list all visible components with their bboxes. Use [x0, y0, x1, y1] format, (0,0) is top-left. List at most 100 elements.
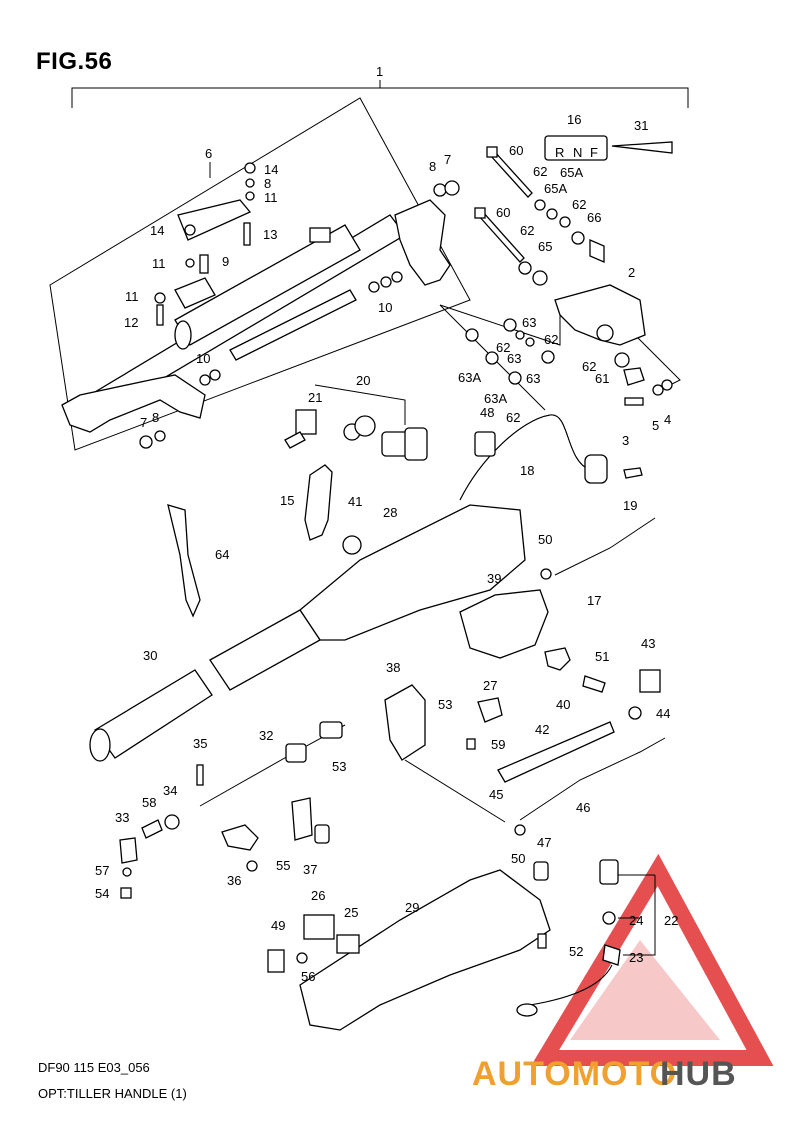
callout: 10	[196, 351, 210, 366]
callout: 16	[567, 112, 581, 127]
callout: 31	[634, 118, 648, 133]
callout: 1	[376, 64, 383, 79]
callout: 65A	[544, 181, 567, 196]
callout: 61	[595, 371, 609, 386]
cable-46	[519, 737, 666, 821]
figure-caption: OPT:TILLER HANDLE (1)	[38, 1086, 187, 1101]
callout: 11	[264, 190, 278, 205]
mechanism-39	[459, 589, 549, 659]
callout: 26	[311, 888, 325, 903]
callout: 30	[143, 648, 157, 663]
callout: 11	[125, 289, 139, 304]
small-hardware-6	[139, 162, 403, 449]
figure-code: DF90 115 E03_056	[38, 1060, 150, 1075]
callout: 56	[301, 969, 315, 984]
bolt-19	[623, 467, 643, 479]
callout: 64	[215, 547, 229, 562]
lower-cover-29	[299, 869, 551, 1031]
callout: 63	[526, 371, 540, 386]
stop-switch-22	[516, 859, 656, 1017]
cap-44	[628, 706, 642, 720]
callout: 62	[544, 332, 558, 347]
grommet-48	[474, 431, 496, 457]
callout: 7	[140, 415, 147, 430]
callout: 15	[280, 493, 294, 508]
callout: 23	[629, 950, 643, 965]
callout: 13	[263, 227, 277, 242]
callout: 46	[576, 800, 590, 815]
callout: 52	[569, 944, 583, 959]
callout: 6	[205, 146, 212, 161]
callout: 39	[487, 571, 501, 586]
callout: 21	[308, 390, 322, 405]
callout: 59	[491, 737, 505, 752]
callout: 55	[276, 858, 290, 873]
callout: 19	[623, 498, 637, 513]
callout: 8	[429, 159, 436, 174]
callout: 28	[383, 505, 397, 520]
callout: 3	[622, 433, 629, 448]
callout: 62	[520, 223, 534, 238]
callout: 32	[259, 728, 273, 743]
key-switch-group	[284, 384, 428, 461]
svg-text:N: N	[573, 145, 582, 160]
callout: 49	[271, 918, 285, 933]
callout: 38	[386, 660, 400, 675]
wire-18	[459, 414, 591, 501]
callout: 2	[628, 265, 635, 280]
bolt-60-group	[465, 146, 605, 385]
throttle-lever-15	[304, 464, 333, 541]
callout: 42	[535, 722, 549, 737]
hex-wrench-64	[167, 504, 201, 618]
callout: 58	[142, 795, 156, 810]
callout: 44	[656, 706, 670, 721]
callout: 63	[507, 351, 521, 366]
callout: 62	[506, 410, 520, 425]
callout: 62	[572, 197, 586, 212]
callout-labels: 1 2 3 4 5 6 7 7 8 8 8 9 10 10 11 11 11 1…	[95, 64, 678, 984]
callout: 37	[303, 862, 317, 877]
shift-plate-16: R N F	[544, 135, 673, 161]
callout: 17	[587, 593, 601, 608]
svg-text:R: R	[555, 145, 564, 160]
bracket-2-assembly	[554, 284, 673, 406]
callout: 45	[489, 787, 503, 802]
callout: 62	[496, 340, 510, 355]
callout: 12	[124, 315, 138, 330]
cable-17	[554, 517, 656, 576]
callout: 60	[496, 205, 510, 220]
callout: 9	[222, 254, 229, 269]
callout: 62	[533, 164, 547, 179]
plate-43	[639, 669, 661, 693]
bracket-26	[303, 914, 335, 940]
callout: 63A	[458, 370, 481, 385]
callout: 57	[95, 863, 109, 878]
callout: 47	[537, 835, 551, 850]
callout: 43	[641, 636, 655, 651]
callout: 14	[150, 223, 164, 238]
grommet-40	[544, 647, 571, 671]
callout: 25	[344, 905, 358, 920]
callout: 63A	[484, 391, 507, 406]
watermark-text-1: AUTOMOTO	[472, 1055, 677, 1093]
figure-title: FIG.56	[36, 48, 113, 75]
callout: 20	[356, 373, 370, 388]
watermark-text-2: HUB	[660, 1055, 737, 1093]
callout: 53	[438, 697, 452, 712]
callout: 41	[348, 494, 362, 509]
callout: 50	[538, 532, 552, 547]
watermark-logo	[530, 853, 774, 1066]
friction-41	[342, 535, 362, 555]
callout: 33	[115, 810, 129, 825]
bracket-38	[384, 684, 426, 761]
svg-text:F: F	[590, 145, 598, 160]
callout: 50	[511, 851, 525, 866]
callout: 27	[483, 678, 497, 693]
callout: 48	[480, 405, 494, 420]
callout: 65A	[560, 165, 583, 180]
callout: 22	[664, 913, 678, 928]
callout: 53	[332, 759, 346, 774]
clip-49	[267, 949, 285, 973]
